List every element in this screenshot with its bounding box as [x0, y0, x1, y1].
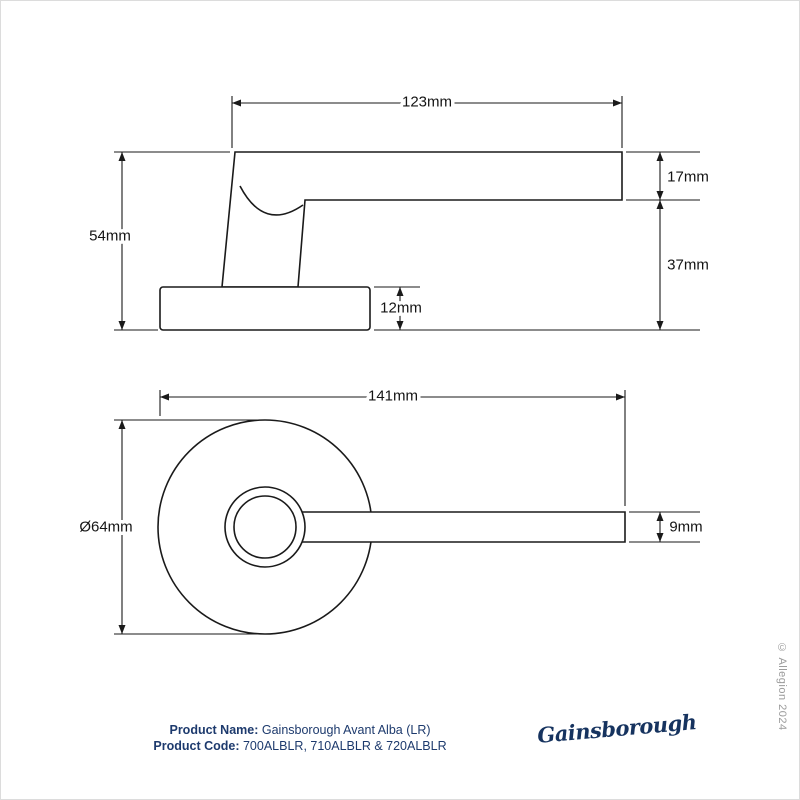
lever-front-fill	[280, 512, 625, 542]
dim-label-lever-length: 123mm	[402, 94, 452, 111]
product-name-line: Product Name: Gainsborough Avant Alba (L…	[110, 722, 490, 738]
collar-inner	[233, 495, 297, 559]
dim-label-overall-height: 54mm	[89, 228, 131, 245]
dim-label-lever-thickness-front: 9mm	[669, 519, 702, 536]
product-code-line: Product Code: 700ALBLR, 710ALBLR & 720AL…	[110, 738, 490, 754]
side-profile-view	[159, 151, 623, 331]
dimension-annotations: 123mm 54mm 17mm 37mm 12mm 141mm Ø64mm 9m…	[76, 90, 712, 635]
product-code-value: 700ALBLR, 710ALBLR & 720ALBLR	[242, 739, 447, 754]
dim-label-lever-thickness-side: 17mm	[667, 169, 709, 186]
dim-label-handle-drop: 37mm	[667, 257, 709, 274]
product-name-label: Product Name:	[169, 723, 259, 737]
neck-curve-detail	[239, 185, 304, 216]
dim-label-overall-length: 141mm	[368, 388, 418, 405]
product-code-label: Product Code:	[153, 739, 240, 754]
rose-side-outline	[159, 286, 371, 331]
product-info: Product Name: Gainsborough Avant Alba (L…	[110, 722, 490, 755]
lever-front-outline	[280, 511, 626, 543]
dim-label-rose-diameter: Ø64mm	[79, 519, 132, 536]
copyright-vertical: © Allegion 2024	[776, 642, 788, 731]
dim-label-rose-thickness: 12mm	[380, 300, 422, 317]
product-name-value: Gainsborough Avant Alba (LR)	[261, 723, 431, 737]
front-view	[157, 419, 626, 635]
lever-side-outline	[221, 151, 623, 288]
